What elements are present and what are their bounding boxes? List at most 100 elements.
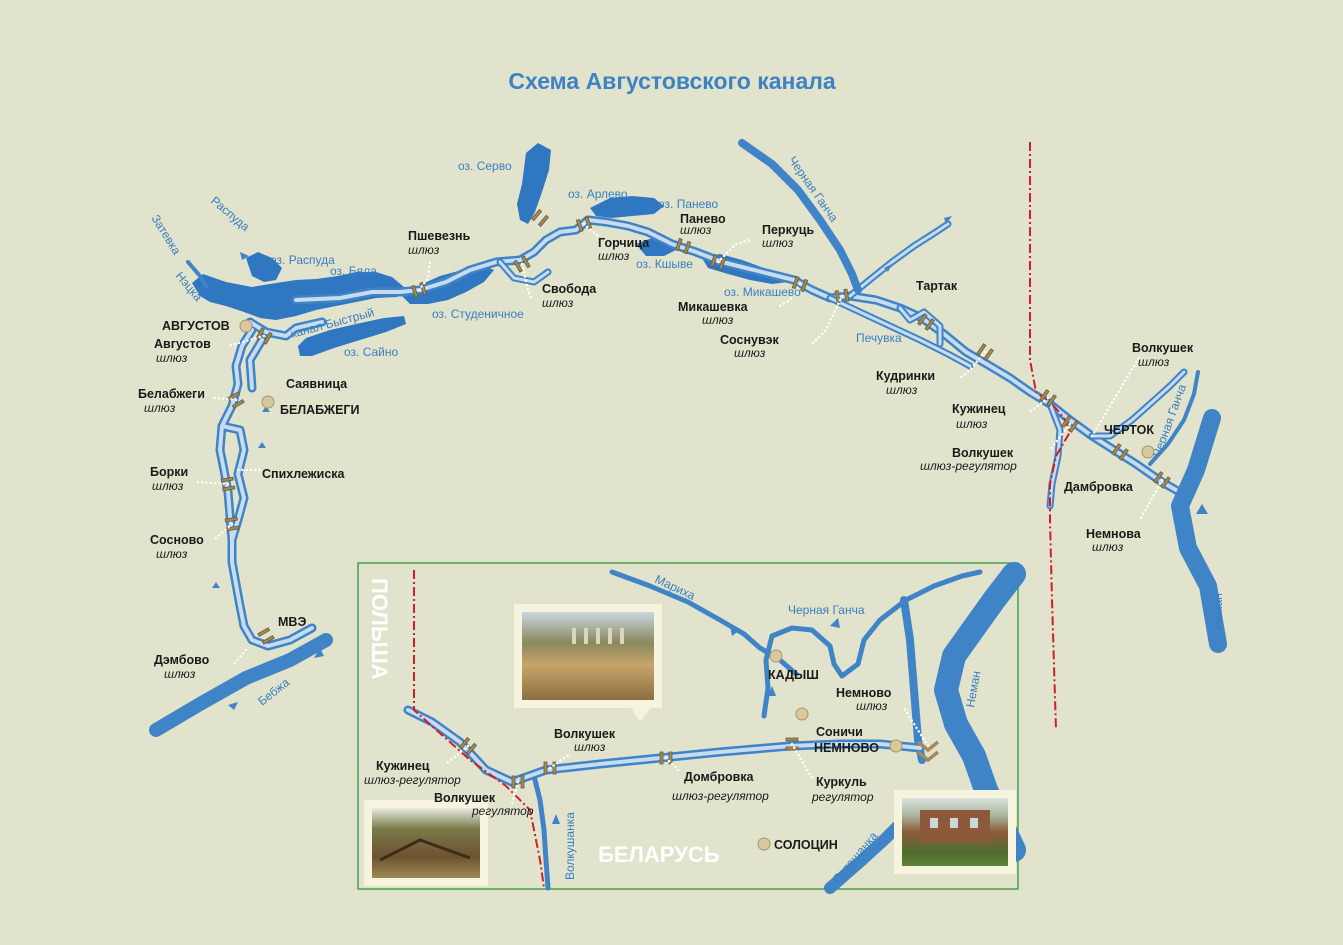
lock-dambrovka: Дамбровка	[1064, 480, 1134, 494]
label-pechuvka: Печувка	[856, 331, 902, 345]
river-bebzha	[149, 633, 333, 737]
lock-sosnovo-type: шлюз	[156, 547, 188, 561]
lock-tartak: Тартак	[916, 279, 958, 293]
lake-sayno	[298, 316, 406, 356]
lock-panevo-type: шлюз	[680, 223, 712, 237]
label-bebzha: Бебжа	[255, 675, 292, 708]
lock-marker	[255, 327, 273, 345]
lock-marker	[1111, 443, 1129, 461]
lock-augustow: Августов	[154, 337, 211, 351]
inset-kuzhinets: Кужинец	[376, 759, 430, 773]
canal-main	[215, 215, 1188, 651]
town-chertok-dot	[1141, 445, 1155, 459]
leader-lines	[194, 222, 1164, 666]
lock-marker	[543, 761, 557, 775]
inset-dombrovka: Домбровка	[684, 770, 755, 784]
inset-kurkul-type: регулятор	[811, 790, 874, 804]
lock-marker	[513, 255, 531, 273]
lock-gorchitsa-type: шлюз	[598, 249, 630, 263]
state-border	[1029, 142, 1072, 731]
town-nemnovo: НЕМНОВО	[814, 741, 879, 755]
label-lake-sayno: оз. Сайно	[344, 345, 399, 359]
lock-marker	[674, 237, 692, 255]
lock-sosnuvek: Соснувэк	[720, 333, 780, 347]
lock-nemnovo-chevrons	[916, 740, 940, 763]
lock-gorchitsa: Горчица	[598, 236, 650, 250]
lock-nemnova-type: шлюз	[1092, 540, 1124, 554]
label-neman: Неман	[1211, 593, 1225, 630]
label-neman-inset: Неман	[963, 670, 983, 709]
state-border-inset	[413, 570, 545, 889]
inset-kuzhinets-type: шлюз-регулятор	[364, 773, 461, 787]
lock-svoboda-type: шлюз	[542, 296, 574, 310]
lock-marker	[1153, 471, 1171, 489]
lock-marker	[257, 627, 275, 645]
lock-panevo: Панево	[680, 212, 726, 226]
inset-volkushek: Волкушек	[434, 791, 496, 805]
photo-lock	[514, 604, 662, 708]
inset-sonichi: Соничи	[816, 725, 863, 739]
river-chernaya-gancha	[738, 139, 862, 294]
lock-marker	[1039, 389, 1057, 407]
lock-dembovo: Дэмбово	[154, 653, 210, 667]
lock-marker	[659, 751, 673, 765]
river-chernaya-gancha-inset	[761, 569, 983, 719]
label-zatevka: Затевка	[148, 212, 183, 257]
lake-servy	[517, 143, 551, 224]
inset-map: ПОЛЬША БЕЛАРУСЬ Мариха Черная Ганча Нема…	[357, 562, 1026, 894]
lock-marker	[224, 516, 240, 532]
lock-belabzhegi-type: шлюз	[144, 401, 176, 415]
country-poland: ПОЛЬША	[367, 578, 392, 680]
lock-marker	[709, 253, 727, 271]
label-chernaya-gancha-inset: Черная Ганча	[788, 603, 865, 617]
lock-volkushek-reg-type: шлюз-регулятор	[920, 459, 1017, 473]
lock-perkuts-type: шлюз	[762, 236, 794, 250]
lock-marker	[220, 476, 236, 492]
label-lake-panevo: оз. Панево	[658, 197, 719, 211]
inset-nemnovo-lock-type: шлюз	[856, 699, 888, 713]
lock-augustow-type: шлюз	[156, 351, 188, 365]
label-raspuda: Распуда	[208, 194, 253, 235]
town-chertok: ЧЕРТОК	[1104, 423, 1154, 437]
inset-nemnovo-lock: Немново	[836, 686, 892, 700]
lock-marker	[458, 736, 478, 756]
map-title: Схема Августовского канала	[508, 68, 835, 94]
lock-borki-type: шлюз	[152, 479, 184, 493]
lock-nemnova: Немнова	[1086, 527, 1142, 541]
town-solotsin-dot	[757, 837, 771, 851]
inset-volkushek-2: Волкушек	[554, 727, 616, 741]
photo-house	[894, 790, 1016, 874]
lock-marker	[976, 343, 994, 361]
town-kadysh-dot	[769, 649, 783, 663]
lake-arlevo	[590, 196, 664, 218]
lock-volkushek-top-type: шлюз	[1138, 355, 1170, 369]
lock-borki: Борки	[150, 465, 188, 479]
lock-sayavnitsa: Саявница	[286, 377, 348, 391]
town-augustow: АВГУСТОВ	[162, 319, 230, 333]
label-volkushanka: Волкушанка	[563, 812, 577, 880]
town-nemnovo-dot	[889, 739, 903, 753]
lock-sosnuvek-type: шлюз	[734, 346, 766, 360]
photo-callout	[630, 706, 652, 722]
river-volkushanka	[531, 773, 551, 891]
river-zatevka	[186, 260, 208, 288]
lock-volkushek-top: Волкушек	[1132, 341, 1194, 355]
label-lake-studenichnoe: оз. Студеничное	[432, 307, 524, 321]
lock-svoboda: Свобода	[542, 282, 597, 296]
lock-kudrinki: Кудринки	[876, 369, 935, 383]
lock-pshevezn: Пшевезнь	[408, 229, 471, 243]
label-lake-byala: оз. Бяла	[330, 264, 377, 278]
lock-marker	[575, 215, 593, 233]
label-lake-mikashevo: оз. Микашево	[724, 285, 801, 299]
lock-marker	[791, 275, 809, 293]
lock-sosnovo: Сосново	[150, 533, 204, 547]
inset-volkushek-2-type: шлюз	[574, 740, 606, 754]
town-kadysh: КАДЫШ	[768, 668, 819, 682]
lock-marker	[530, 208, 550, 228]
inset-volkushek-type: регулятор	[471, 804, 534, 818]
lock-marker	[785, 737, 799, 751]
lock-kuzhinets-type: шлюз	[956, 417, 988, 431]
lock-marker	[917, 313, 935, 331]
town-belabzhegi: БЕЛАБЖЕГИ	[280, 403, 360, 417]
